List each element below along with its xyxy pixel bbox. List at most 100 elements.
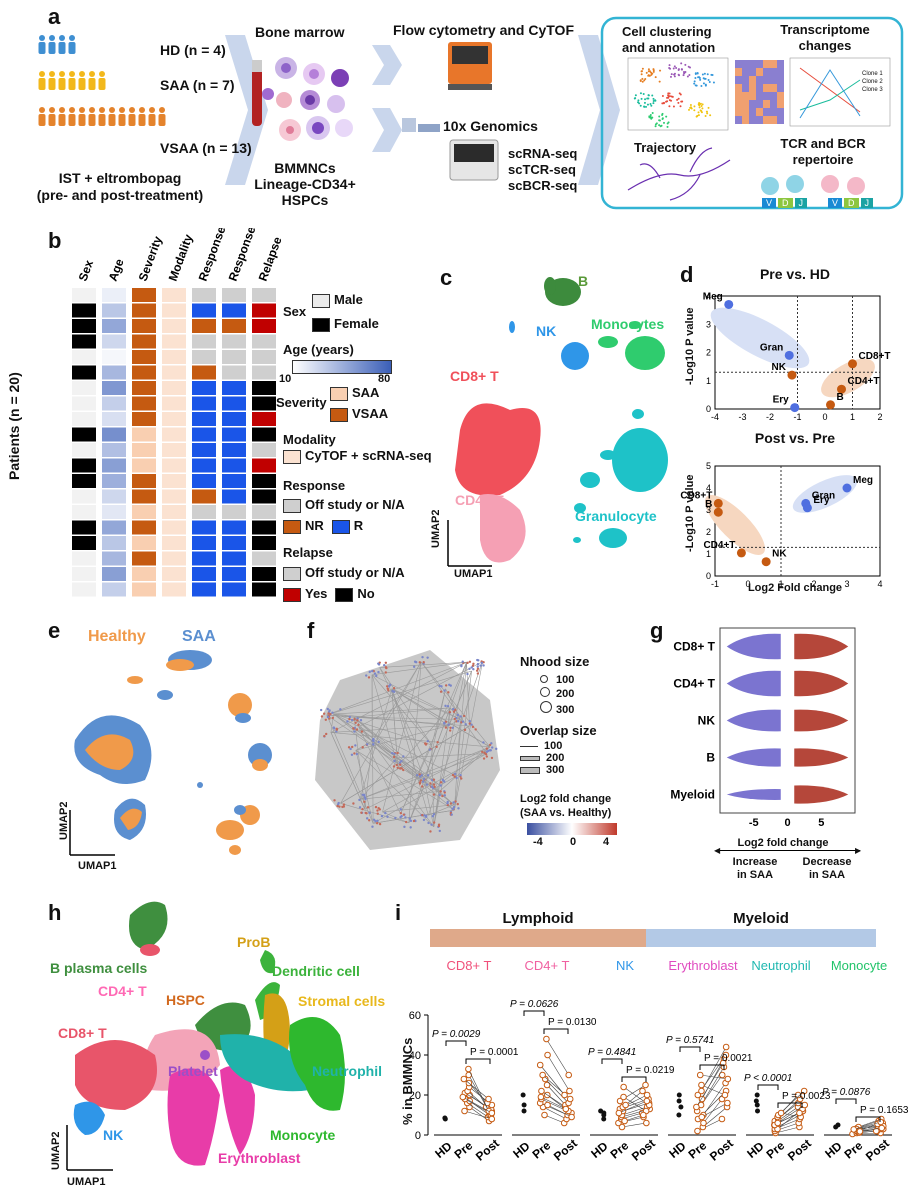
- pair-line: [858, 1118, 882, 1128]
- nhood-dot: [403, 825, 406, 829]
- pair-line: [625, 1090, 643, 1106]
- f-nhood-title: Nhood size: [520, 654, 590, 669]
- post-point: [566, 1095, 574, 1103]
- umap-h-clusters: [73, 901, 345, 1166]
- flow-arrow-4: [578, 35, 620, 185]
- pair-line: [777, 1112, 800, 1124]
- person-icon: [49, 71, 55, 77]
- y-tick: 20: [409, 1090, 421, 1102]
- nhood-200-swatch: [540, 687, 550, 697]
- heatmap-cell: [192, 536, 216, 550]
- post-point: [719, 1059, 727, 1067]
- nhood-dot: [368, 811, 371, 815]
- heatmap-cell: [162, 489, 186, 504]
- tsne-dot: [712, 81, 715, 84]
- x-tick: 0: [784, 817, 790, 829]
- nhood-dot: [371, 669, 374, 673]
- nhood-dot: [353, 730, 356, 733]
- bracket-hd-pre: [445, 1040, 467, 1046]
- heatmap-cell: [252, 319, 276, 333]
- heatmap-cell: [192, 288, 216, 302]
- analysis-tcr-2: repertoire: [792, 152, 854, 167]
- tsne-dot: [642, 93, 645, 96]
- network-edge: [330, 725, 449, 733]
- panel-c-umap: [447, 277, 668, 567]
- heat-cell: [763, 60, 770, 68]
- pre-point: [696, 1071, 704, 1079]
- e-ylabel: UMAP2: [58, 801, 70, 840]
- nhood-dot: [430, 823, 433, 826]
- bracket-hd-pre: [523, 1010, 545, 1016]
- heatmap-cell: [222, 458, 246, 473]
- nhood-dot: [461, 660, 464, 663]
- heatmap-cell: [102, 458, 126, 473]
- heatmap-cell: [102, 474, 126, 488]
- nhood-dot: [485, 755, 488, 758]
- legend-vsaa: VSAA: [330, 406, 388, 422]
- nhood-dot: [349, 747, 352, 751]
- person-icon: [49, 35, 55, 41]
- legend-sex-title: Sex: [283, 304, 307, 319]
- tsne-dot: [652, 99, 655, 102]
- nhood-dot: [427, 821, 430, 825]
- legend-yes-swatch: [283, 587, 301, 602]
- group-ellipse: [821, 358, 875, 398]
- legend-resp-na: Off study or N/A: [283, 497, 405, 513]
- h-label-dendritic: Dendritic cell: [272, 963, 360, 979]
- tsne-dot: [678, 92, 681, 95]
- post-point: [801, 1101, 809, 1109]
- heatmap-cell: [102, 489, 126, 504]
- pre-point: [622, 1101, 629, 1109]
- tsne-dot: [694, 72, 697, 75]
- heatmap-cell: [132, 505, 156, 519]
- pair-line: [539, 1064, 565, 1096]
- point-label: Meg: [853, 475, 873, 486]
- tsne-dot: [701, 73, 704, 76]
- d-xlabel: Log2 Fold change: [747, 582, 843, 594]
- person-icon: [59, 107, 65, 113]
- nhood-300-label: 300: [556, 704, 575, 716]
- nhood-dot: [337, 801, 340, 805]
- volcano-point: [848, 359, 857, 369]
- post-point: [485, 1095, 492, 1103]
- pre-point: [621, 1117, 628, 1125]
- pre-point: [461, 1107, 468, 1115]
- tsne-dot: [641, 80, 644, 83]
- nhood-dot: [384, 671, 387, 674]
- volcano-point: [802, 503, 812, 513]
- network-edge: [433, 662, 467, 827]
- overlap-300-swatch: [520, 766, 540, 774]
- network-edge: [391, 688, 429, 816]
- heatmap-cell: [192, 458, 216, 473]
- tsne-dot: [676, 98, 679, 101]
- nhood-dot: [464, 723, 467, 726]
- heatmap-cell: [72, 288, 96, 302]
- tsne-dot: [700, 105, 703, 108]
- nhood-dot: [482, 664, 485, 667]
- tsne-dot: [708, 80, 711, 83]
- tsne-dot: [652, 69, 655, 72]
- heatmap-cell: [222, 489, 246, 504]
- panel-label-f: f: [307, 618, 315, 643]
- pair-line: [468, 1068, 490, 1112]
- column-header: Age: [106, 257, 127, 283]
- nhood-dot: [475, 669, 479, 672]
- tsne-dot: [649, 102, 652, 105]
- nhood-dot: [327, 712, 330, 715]
- tsne-dot: [643, 79, 646, 82]
- network-edge: [359, 753, 487, 800]
- seq-2: scTCR-seq: [508, 162, 576, 177]
- nhood-dot: [409, 826, 412, 829]
- tsne-dot: [675, 67, 678, 70]
- person-body: [68, 42, 76, 54]
- person-icon: [89, 71, 95, 77]
- bracket-pre-post: [465, 1058, 491, 1064]
- cell-type-label: CD8+ T: [447, 958, 492, 973]
- nhood-dot: [431, 815, 435, 818]
- person-icon: [39, 35, 45, 41]
- tsne-dot: [633, 97, 636, 100]
- nhood-dot: [423, 814, 426, 817]
- volcano-point: [784, 350, 794, 360]
- nhood-dot: [439, 790, 442, 793]
- pair-line: [703, 1082, 726, 1116]
